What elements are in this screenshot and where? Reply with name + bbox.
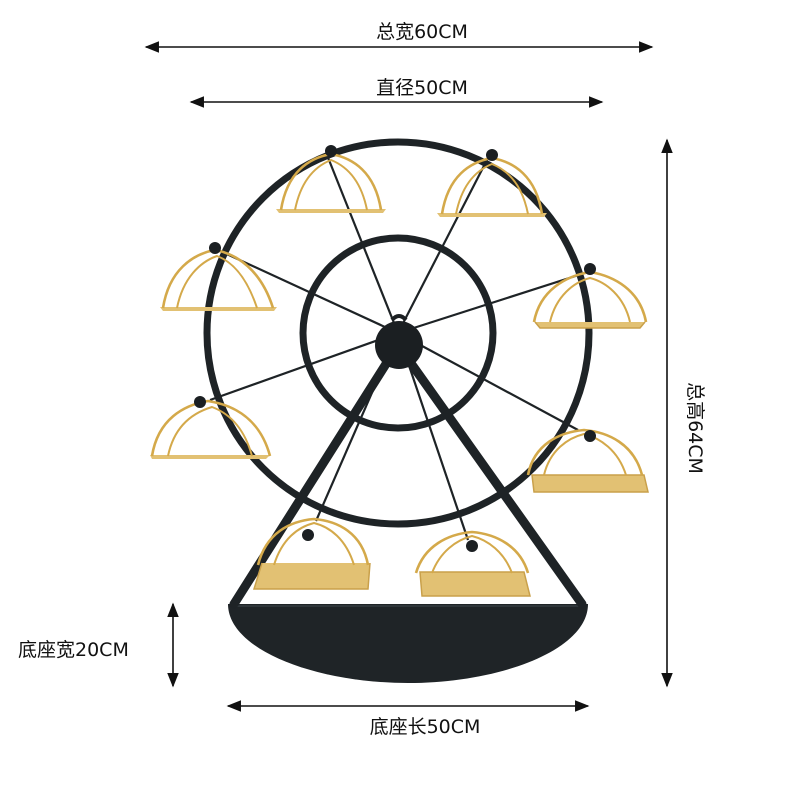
hub: [375, 321, 423, 369]
base-plate: [228, 604, 588, 683]
total-height-label: 总高64CM: [684, 382, 706, 474]
diameter-dimension: 直径50CM: [189, 77, 604, 108]
gondola: [532, 263, 648, 329]
base-length-label: 底座长50CM: [370, 716, 481, 738]
outer-rim: [203, 138, 593, 528]
inner-ring: [299, 234, 497, 432]
support-legs: [229, 340, 587, 609]
gondola: [437, 149, 547, 217]
gondola: [414, 530, 531, 597]
base-length-dimension: 底座长50CM: [226, 700, 590, 738]
gondola: [526, 428, 649, 493]
hub-clip: [390, 314, 408, 322]
gondola: [150, 396, 272, 459]
ferris-wheel-product: [150, 138, 649, 683]
total-height-dimension: 总高64CM: [661, 138, 706, 688]
base-width-label: 底座宽20CM: [18, 639, 129, 661]
gondola: [160, 242, 277, 311]
total-width-dimension: 总宽60CM: [144, 21, 654, 53]
total-width-label: 总宽60CM: [376, 21, 468, 43]
base-width-dimension: 底座宽20CM: [18, 602, 179, 688]
diameter-label: 直径50CM: [376, 77, 468, 99]
gondola: [252, 517, 371, 590]
gondola: [276, 145, 386, 213]
